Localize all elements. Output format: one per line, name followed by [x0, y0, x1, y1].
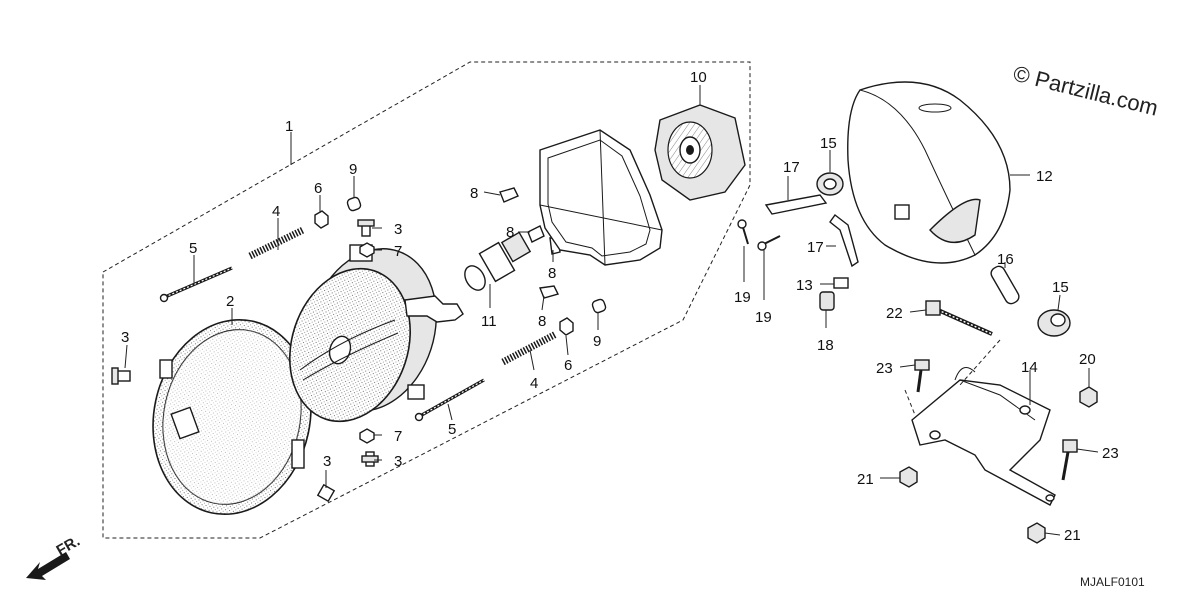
diagram-code: MJALF0101 [1080, 575, 1145, 589]
grommet-lower [1037, 309, 1071, 337]
assembly-boundary [102, 61, 751, 539]
callout-8-a: 8 [470, 185, 478, 202]
adjusting-screw-lower [414, 378, 485, 422]
callout-14: 14 [1021, 359, 1038, 376]
callout-18: 18 [817, 337, 834, 354]
callout-23-upper: 23 [876, 360, 893, 377]
headlight-socket [654, 104, 746, 201]
callout-19-a: 19 [734, 289, 751, 306]
callout-7-top: 7 [394, 243, 402, 260]
front-direction-indicator: FR. [26, 533, 83, 580]
tapping-screw-2 [757, 235, 781, 251]
bolt-bottom [361, 451, 379, 467]
collar [990, 265, 1020, 305]
callout-6-upper: 6 [314, 180, 322, 197]
adjusting-screw-upper [159, 266, 233, 303]
callout-labels: 1 2 3 3 3 3 4 4 5 5 6 6 7 7 8 8 8 8 9 9 … [121, 69, 1119, 544]
nut-21-left [899, 466, 918, 488]
headlight-stay [904, 339, 1056, 506]
bolt-rim-bottom [316, 483, 336, 503]
callout-8-b: 8 [506, 224, 514, 241]
flange-bolt-lower [1061, 439, 1078, 481]
cap-upper [346, 196, 362, 212]
callout-9-lower: 9 [593, 333, 601, 350]
grommet-upper [816, 172, 844, 196]
headlight-case [847, 81, 1011, 264]
callout-15-lower: 15 [1052, 279, 1069, 296]
watermark-text: © Partzilla.com [1011, 61, 1161, 121]
callout-3-rim: 3 [323, 453, 331, 470]
stay-lower [829, 214, 859, 268]
flange-bolt-upper [914, 359, 930, 393]
bolt-top [357, 219, 375, 237]
callout-10: 10 [690, 69, 707, 86]
bolt-left [111, 367, 131, 385]
callout-2: 2 [226, 293, 234, 310]
callout-3-bottom: 3 [394, 453, 402, 470]
stay-upper [764, 194, 828, 215]
callout-1: 1 [285, 118, 293, 135]
washer-bottom [359, 428, 375, 444]
nut-21-right [1027, 522, 1046, 544]
nut-upper [314, 210, 329, 229]
callout-21-left: 21 [857, 471, 874, 488]
callout-12: 12 [1036, 168, 1053, 185]
tapping-screw-1 [737, 219, 749, 245]
callout-21-right: 21 [1064, 527, 1081, 544]
callout-20: 20 [1079, 351, 1096, 368]
callout-3-left: 3 [121, 329, 129, 346]
callout-16: 16 [997, 251, 1014, 268]
callout-7-bottom: 7 [394, 428, 402, 445]
callout-6-lower: 6 [564, 357, 572, 374]
clip-4 [539, 285, 560, 299]
headlight-unit [289, 244, 464, 423]
nut-20 [1079, 386, 1098, 408]
spring-lower [501, 330, 558, 366]
leader-lines [124, 85, 1099, 536]
nut-lower [559, 317, 574, 336]
callout-4-lower: 4 [530, 375, 538, 392]
callout-9-upper: 9 [349, 161, 357, 178]
headlight-case-bracket [539, 129, 663, 266]
cap-lower [591, 298, 607, 314]
callout-5-lower: 5 [448, 421, 456, 438]
callout-23-lower: 23 [1102, 445, 1119, 462]
callout-8-c: 8 [548, 265, 556, 282]
washer-top [359, 242, 375, 258]
callout-13: 13 [796, 277, 813, 294]
callout-22: 22 [886, 305, 903, 322]
callout-17-lower: 17 [807, 239, 824, 256]
headlight-bulb [464, 231, 532, 291]
mounting-bolt-long [925, 300, 993, 336]
callout-17-upper: 17 [783, 159, 800, 176]
callout-15-upper: 15 [820, 135, 837, 152]
front-label: FR. [54, 533, 83, 560]
clip-1 [499, 187, 519, 203]
spring-upper [248, 226, 305, 260]
washer-18 [819, 291, 835, 311]
clip-2 [527, 225, 545, 243]
callout-4-upper: 4 [272, 203, 280, 220]
callout-8-d: 8 [538, 313, 546, 330]
bolt-13 [833, 277, 849, 289]
callout-3-top: 3 [394, 221, 402, 238]
callout-19-b: 19 [755, 309, 772, 326]
callout-5-upper: 5 [189, 240, 197, 257]
headlight-rim [152, 318, 312, 516]
callout-11: 11 [481, 313, 497, 330]
